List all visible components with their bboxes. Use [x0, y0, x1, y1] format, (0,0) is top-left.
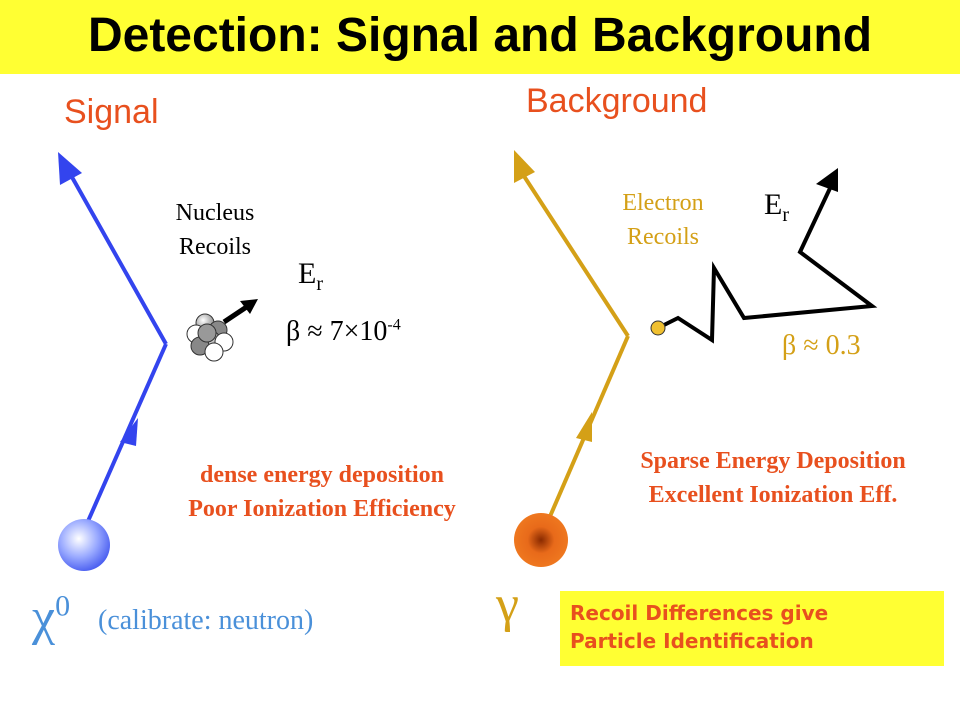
signal-description: dense energy deposition Poor Ionization … — [140, 458, 504, 526]
signal-outgoing-arrowhead — [58, 152, 82, 185]
signal-desc-line1: dense energy deposition — [199, 462, 444, 488]
signal-beta-value: β ≈ 7×10-4 — [286, 316, 401, 347]
signal-outgoing-line — [66, 169, 168, 345]
nucleus-recoil-arrowhead — [240, 299, 258, 314]
gamma-outgoing-line — [518, 168, 630, 338]
electron-dot — [650, 320, 666, 336]
electron-recoil-arrowhead — [816, 168, 838, 192]
nucleus-recoils-label: Nucleus Recoils — [150, 196, 280, 264]
wimp-symbol: χ0 — [32, 589, 71, 646]
electron-recoils-label: Electron Recoils — [598, 186, 728, 254]
electron-label-line2: Recoils — [627, 224, 699, 250]
signal-incoming-arrowhead — [120, 418, 138, 446]
nucleus-cluster-icon — [186, 313, 234, 362]
background-desc-line1: Sparse Energy Deposition — [640, 448, 906, 474]
gamma-incoming-arrowhead — [576, 412, 592, 442]
nucleus-recoil-arrow — [222, 303, 250, 325]
gamma-symbol: γ — [496, 576, 519, 633]
background-desc-line2: Excellent Ionization Eff. — [648, 482, 898, 508]
nucleus-label-line1: Nucleus — [175, 200, 255, 226]
title-bar — [0, 0, 960, 74]
recoil-callout-box: Recoil Differences give Particle Identif… — [560, 591, 944, 666]
signal-desc-line2: Poor Ionization Efficiency — [188, 496, 456, 522]
wimp-particle-sphere — [58, 519, 110, 571]
signal-energy-label: Er — [298, 257, 323, 295]
gamma-particle-sphere — [514, 513, 568, 567]
electron-zigzag-path — [657, 183, 878, 344]
background-description: Sparse Energy Deposition Excellent Ioniz… — [588, 444, 958, 512]
page-title: Detection: Signal and Background — [87, 9, 873, 62]
recoil-callout-text: Recoil Differences give Particle Identif… — [570, 601, 829, 653]
background-track — [514, 150, 630, 529]
signal-heading: Signal — [64, 93, 159, 131]
signal-track — [58, 152, 168, 529]
nucleus-label-line2: Recoils — [179, 234, 251, 260]
background-heading: Background — [526, 82, 708, 120]
calibrate-note: (calibrate: neutron) — [98, 605, 314, 636]
electron-label-line1: Electron — [622, 190, 704, 216]
background-energy-label: Er — [764, 188, 789, 226]
gamma-outgoing-arrowhead — [514, 150, 535, 183]
background-beta-value: β ≈ 0.3 — [782, 330, 861, 361]
